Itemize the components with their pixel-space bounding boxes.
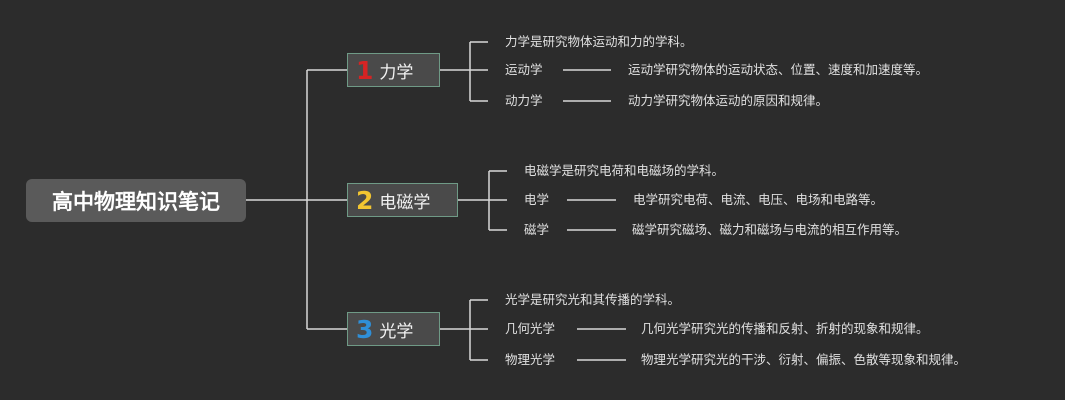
number-2-icon: 2 [356,185,374,215]
definition-optics[interactable]: 光学是研究光和其传播的学科。 [505,292,681,307]
topic-label: 光学 [379,321,414,342]
topic-mechanics[interactable]: 1 力学 [347,53,440,87]
root-node[interactable]: 高中物理知识笔记 [26,179,246,222]
definition-electromagnetism[interactable]: 电磁学是研究电荷和电磁场的学科。 [524,163,725,178]
topic-electromagnetism[interactable]: 2 电磁学 [347,183,458,217]
desc-geometric-optics[interactable]: 几何光学研究光的传播和反射、折射的现象和规律。 [641,321,929,336]
number-3-icon: 3 [356,314,374,344]
desc-physical-optics[interactable]: 物理光学研究光的干涉、衍射、偏振、色散等现象和规律。 [641,352,967,367]
desc-dynamics[interactable]: 动力学研究物体运动的原因和规律。 [628,93,829,108]
root-title: 高中物理知识笔记 [52,189,220,214]
number-1-icon: 1 [356,55,374,85]
topic-label: 电磁学 [379,192,431,213]
topic-optics[interactable]: 3 光学 [347,312,440,346]
definition-mechanics[interactable]: 力学是研究物体运动和力的学科。 [505,34,693,49]
desc-electricity[interactable]: 电学研究电荷、电流、电压、电场和电路等。 [633,192,884,207]
term-kinematics[interactable]: 运动学 [505,62,543,77]
term-physical-optics[interactable]: 物理光学 [505,352,556,367]
term-magnetism[interactable]: 磁学 [524,222,550,237]
topic-label: 力学 [379,62,414,83]
term-dynamics[interactable]: 动力学 [505,93,543,108]
desc-kinematics[interactable]: 运动学研究物体的运动状态、位置、速度和加速度等。 [628,62,929,77]
desc-magnetism[interactable]: 磁学研究磁场、磁力和磁场与电流的相互作用等。 [632,222,908,237]
term-geometric-optics[interactable]: 几何光学 [505,321,556,336]
term-electricity[interactable]: 电学 [524,192,550,207]
